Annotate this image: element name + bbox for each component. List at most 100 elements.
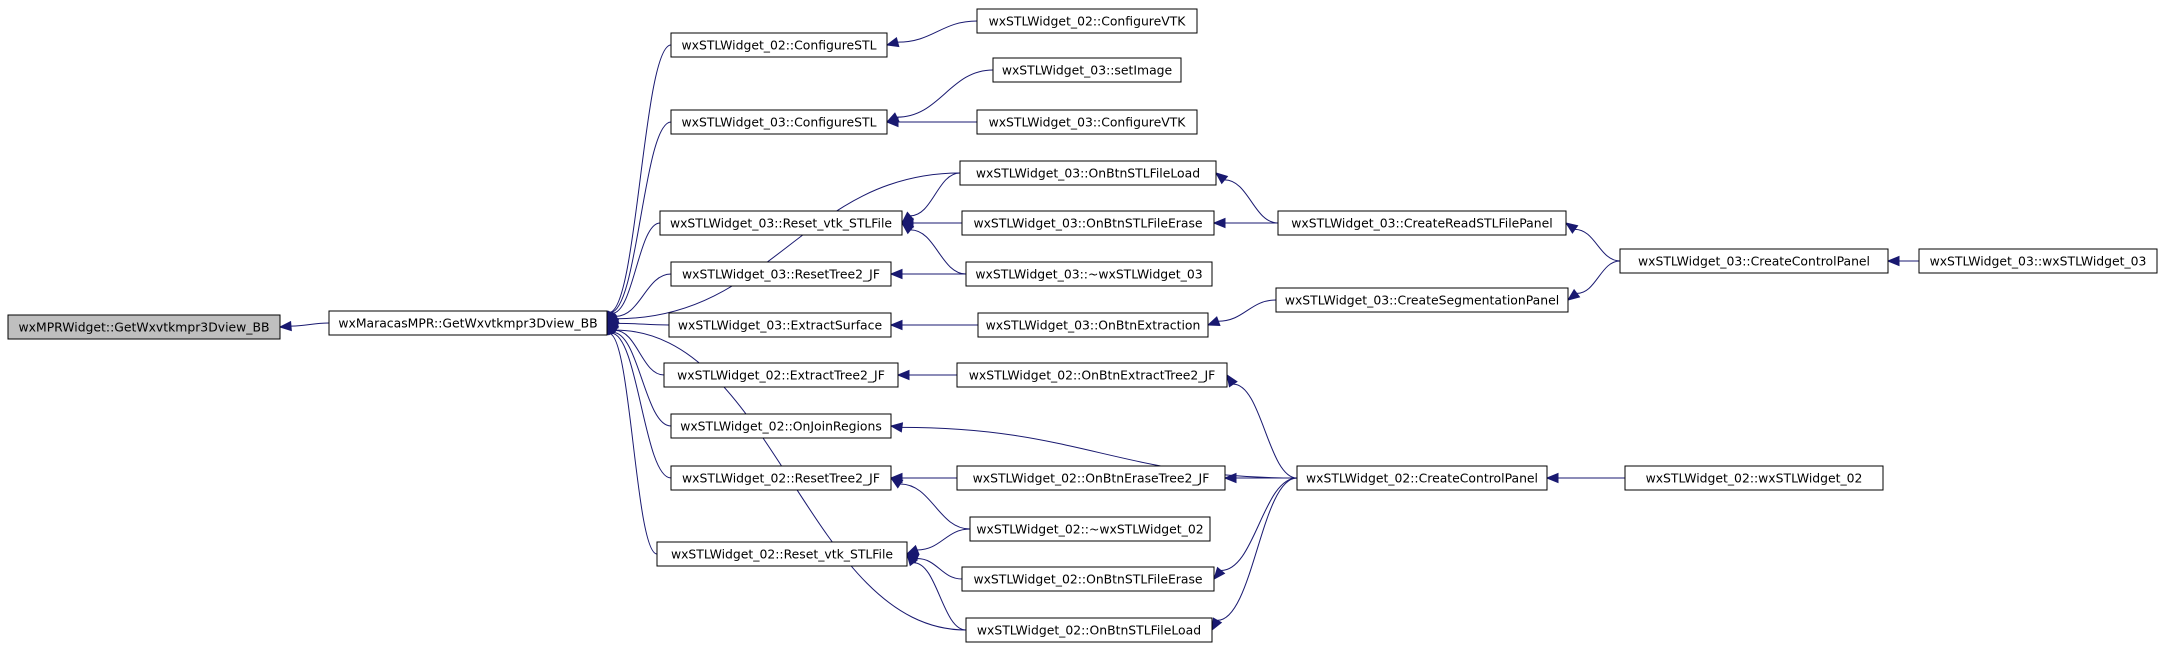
node-cfg02[interactable]: wxSTLWidget_02::ConfigureSTL <box>670 32 888 58</box>
edge-line <box>615 273 672 317</box>
node-reset02[interactable]: wxSTLWidget_02::Reset_vtk_STLFile <box>656 541 908 567</box>
node-crp03[interactable]: wxSTLWidget_03::CreateReadSTLFilePanel <box>1277 210 1567 236</box>
node-label: wxSTLWidget_03::OnBtnSTLFileLoad <box>976 166 1200 181</box>
edge-ccp03-to-crp03 <box>1564 222 1621 262</box>
node-box <box>670 32 888 58</box>
arrowhead <box>900 222 915 235</box>
edge-line <box>1574 228 1621 262</box>
node-box <box>659 210 903 236</box>
node-load03[interactable]: wxSTLWidget_03::OnBtnSTLFileLoad <box>959 160 1217 186</box>
arrowhead <box>896 369 910 381</box>
node-box <box>670 109 888 135</box>
node-box <box>961 210 1215 236</box>
arrowhead <box>1564 222 1579 234</box>
node-rt02[interactable]: wxSTLWidget_02::ResetTree2_JF <box>670 465 892 491</box>
node-setimg03[interactable]: wxSTLWidget_03::setImage <box>992 57 1182 83</box>
edge-ccp02-to-erase02 <box>1213 477 1298 581</box>
arrowhead <box>889 422 904 433</box>
node-join02[interactable]: wxSTLWidget_02::OnJoinRegions <box>670 413 892 439</box>
node-cfg03[interactable]: wxSTLWidget_03::ConfigureSTL <box>670 109 888 135</box>
node-ctor02[interactable]: wxSTLWidget_02::wxSTLWidget_02 <box>1624 465 1884 491</box>
arrowhead <box>1886 255 1900 267</box>
edge-crp03-to-erase03 <box>1212 217 1279 229</box>
edge-line <box>896 69 994 118</box>
node-ctor03[interactable]: wxSTLWidget_03::wxSTLWidget_03 <box>1918 248 2158 274</box>
node-cvtk02[interactable]: wxSTLWidget_02::ConfigureVTK <box>976 8 1198 34</box>
node-label: wxSTLWidget_03::ExtractSurface <box>678 318 882 333</box>
edge-cvtk02-to-cfg02 <box>885 20 978 48</box>
node-onext03[interactable]: wxSTLWidget_03::OnBtnExtraction <box>977 312 1209 338</box>
node-label: wxSTLWidget_02::ExtractTree2_JF <box>677 368 885 383</box>
node-label: wxSTLWidget_02::OnBtnExtractTree2_JF <box>969 368 1215 383</box>
edge-line <box>917 558 963 580</box>
arrowhead <box>278 320 292 332</box>
edge-line <box>910 229 967 275</box>
node-getbb[interactable]: wxMaracasMPR::GetWxvtkmpr3Dview_BB <box>328 310 608 336</box>
arrowhead <box>1213 566 1226 581</box>
node-et02[interactable]: wxSTLWidget_02::ExtractTree2_JF <box>663 362 899 388</box>
edge-ccp02-to-onet02 <box>1226 373 1298 479</box>
arrowhead <box>1226 373 1238 388</box>
edge-line <box>1233 383 1298 479</box>
node-box <box>1275 287 1569 313</box>
arrowhead <box>906 552 919 567</box>
arrowhead <box>889 477 904 489</box>
node-csp03[interactable]: wxSTLWidget_03::CreateSegmentationPanel <box>1275 287 1569 313</box>
node-label: wxSTLWidget_03::Reset_vtk_STLFile <box>670 216 892 231</box>
node-box <box>1619 248 1889 274</box>
edge-ccp02-to-load02 <box>1211 477 1298 632</box>
arrowhead <box>1545 472 1559 484</box>
node-erase02[interactable]: wxSTLWidget_02::OnBtnSTLFileErase <box>961 566 1215 592</box>
node-label: wxSTLWidget_02::wxSTLWidget_02 <box>1646 471 1863 486</box>
node-label: wxSTLWidget_03::CreateReadSTLFilePanel <box>1291 216 1552 231</box>
node-erase03[interactable]: wxSTLWidget_03::OnBtnSTLFileErase <box>961 210 1215 236</box>
edge-line <box>1217 477 1298 621</box>
arrowhead <box>905 544 920 555</box>
node-root[interactable]: wxMPRWidget::GetWxvtkmpr3Dview_BB <box>7 314 281 340</box>
node-dtor02[interactable]: wxSTLWidget_02::~wxSTLWidget_02 <box>969 516 1211 542</box>
node-label: wxSTLWidget_02::OnBtnEraseTree2_JF <box>973 471 1210 486</box>
node-label: wxSTLWidget_02::ConfigureVTK <box>989 14 1187 29</box>
edge-line <box>913 562 967 631</box>
arrowhead <box>889 319 903 331</box>
node-reset03[interactable]: wxSTLWidget_03::Reset_vtk_STLFile <box>659 210 903 236</box>
node-box <box>656 541 908 567</box>
node-box <box>976 8 1198 34</box>
node-ccp03[interactable]: wxSTLWidget_03::CreateControlPanel <box>1619 248 1889 274</box>
edge-dtor02-to-rt02 <box>889 477 971 530</box>
node-label: wxSTLWidget_03::CreateControlPanel <box>1638 254 1870 269</box>
node-ccp02[interactable]: wxSTLWidget_02::CreateControlPanel <box>1296 465 1548 491</box>
node-load02[interactable]: wxSTLWidget_02::OnBtnSTLFileLoad <box>965 617 1213 643</box>
edge-line <box>897 20 978 43</box>
arrowhead <box>605 322 620 335</box>
edge-ctor03-to-ccp03 <box>1886 255 1919 267</box>
nodes-layer: wxMPRWidget::GetWxvtkmpr3Dview_BB wxMarac… <box>7 8 2158 643</box>
node-onet02[interactable]: wxSTLWidget_02::OnBtnExtractTree2_JF <box>956 362 1228 388</box>
node-label: wxSTLWidget_02::~wxSTLWidget_02 <box>976 522 1203 537</box>
node-ext03[interactable]: wxSTLWidget_03::ExtractSurface <box>668 312 892 338</box>
arrowhead <box>1566 288 1581 301</box>
edge-line <box>612 331 672 427</box>
node-label: wxSTLWidget_02::ConfigureSTL <box>682 38 877 53</box>
node-label: wxSTLWidget_03::OnBtnSTLFileErase <box>973 216 1202 231</box>
edge-line <box>1224 179 1279 224</box>
edge-line <box>290 322 330 327</box>
edge-dtor03-to-rt03 <box>889 268 967 280</box>
edge-crp03-to-load03 <box>1214 172 1279 224</box>
node-box <box>668 312 892 338</box>
edge-line <box>1576 260 1621 294</box>
edge-line <box>615 329 665 376</box>
node-label: wxSTLWidget_02::OnBtnSTLFileErase <box>973 572 1202 587</box>
node-cvtk03[interactable]: wxSTLWidget_03::ConfigureVTK <box>976 109 1198 135</box>
edge-line <box>609 333 658 555</box>
node-box <box>1918 248 2158 274</box>
arrowhead <box>1223 472 1237 484</box>
edge-line <box>617 322 670 326</box>
edge-erase02-to-reset02 <box>905 553 963 580</box>
node-onerase02[interactable]: wxSTLWidget_02::OnBtnEraseTree2_JF <box>956 465 1226 491</box>
node-dtor03[interactable]: wxSTLWidget_03::~wxSTLWidget_03 <box>965 261 1213 287</box>
node-rt03[interactable]: wxSTLWidget_03::ResetTree2_JF <box>670 261 892 287</box>
arrowhead <box>1206 316 1221 326</box>
node-label: wxSTLWidget_02::CreateControlPanel <box>1306 471 1538 486</box>
